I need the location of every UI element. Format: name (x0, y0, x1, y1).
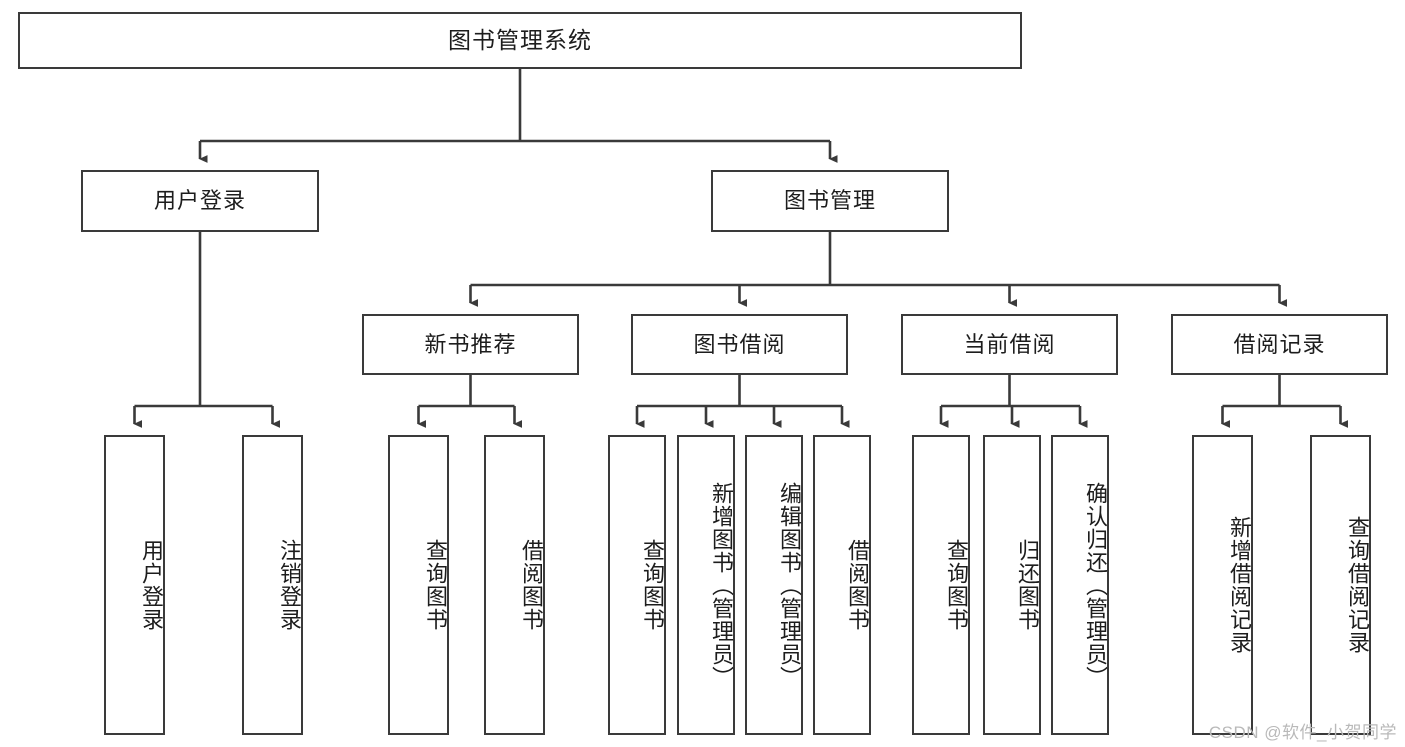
node-book-management-label: 图书管理 (783, 188, 876, 214)
node-leaf-add-book[interactable]: 新增图书（管理员） (677, 435, 735, 735)
node-book-borrow-label: 图书借阅 (693, 331, 786, 357)
node-leaf-user-login-label: 用户登录 (139, 539, 164, 631)
node-leaf-user-login[interactable]: 用户登录 (104, 435, 165, 735)
node-leaf-query-borrow-record-label: 查询借阅记录 (1345, 516, 1370, 654)
node-user-login-label: 用户登录 (153, 188, 246, 214)
node-leaf-borrow-book-1[interactable]: 借阅图书 (484, 435, 545, 735)
csdn-watermark: CSDN @软件_小贺同学 (1208, 723, 1397, 742)
node-leaf-query-book-1[interactable]: 查询图书 (388, 435, 449, 735)
node-leaf-add-borrow-record[interactable]: 新增借阅记录 (1192, 435, 1253, 735)
node-new-book-recommend-label: 新书推荐 (424, 331, 517, 357)
node-leaf-borrow-book-2[interactable]: 借阅图书 (813, 435, 871, 735)
node-leaf-edit-book-label: 编辑图书（管理员） (777, 481, 802, 689)
node-leaf-query-book-2-label: 查询图书 (640, 539, 665, 631)
node-leaf-borrow-book-2-label: 借阅图书 (845, 539, 870, 631)
node-borrow-record-label: 借阅记录 (1233, 331, 1326, 357)
node-leaf-add-borrow-record-label: 新增借阅记录 (1227, 516, 1252, 654)
node-leaf-add-book-label: 新增图书（管理员） (709, 481, 734, 689)
node-current-borrow-label: 当前借阅 (963, 331, 1056, 357)
node-leaf-query-book-3[interactable]: 查询图书 (912, 435, 970, 735)
node-new-book-recommend[interactable]: 新书推荐 (362, 314, 579, 375)
node-root[interactable]: 图书管理系统 (18, 12, 1022, 69)
node-leaf-logout-label: 注销登录 (277, 539, 302, 631)
node-leaf-edit-book[interactable]: 编辑图书（管理员） (745, 435, 803, 735)
node-leaf-return-book-label: 归还图书 (1015, 539, 1040, 631)
node-leaf-return-book[interactable]: 归还图书 (983, 435, 1041, 735)
node-current-borrow[interactable]: 当前借阅 (901, 314, 1118, 375)
node-book-borrow[interactable]: 图书借阅 (631, 314, 848, 375)
node-leaf-borrow-book-1-label: 借阅图书 (519, 539, 544, 631)
node-book-management[interactable]: 图书管理 (711, 170, 949, 232)
node-user-login[interactable]: 用户登录 (81, 170, 319, 232)
node-root-label: 图书管理系统 (448, 26, 592, 53)
node-leaf-confirm-return[interactable]: 确认归还（管理员） (1051, 435, 1109, 735)
node-leaf-logout[interactable]: 注销登录 (242, 435, 303, 735)
node-leaf-query-book-2[interactable]: 查询图书 (608, 435, 666, 735)
node-leaf-query-book-1-label: 查询图书 (423, 539, 448, 631)
node-leaf-query-book-3-label: 查询图书 (944, 539, 969, 631)
node-leaf-query-borrow-record[interactable]: 查询借阅记录 (1310, 435, 1371, 735)
node-borrow-record[interactable]: 借阅记录 (1171, 314, 1388, 375)
node-leaf-confirm-return-label: 确认归还（管理员） (1083, 481, 1108, 689)
